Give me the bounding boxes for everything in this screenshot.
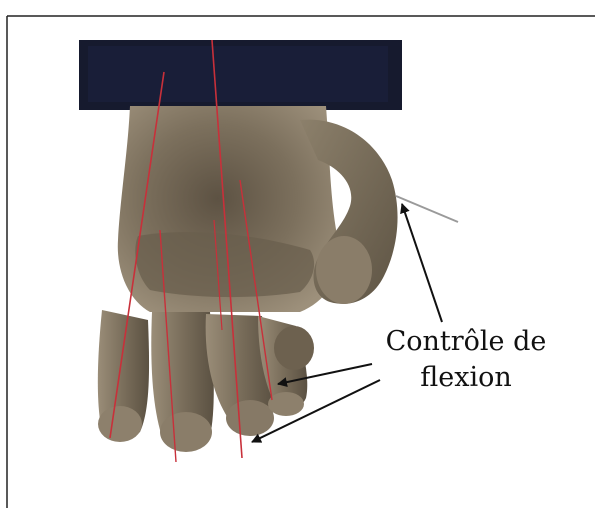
arrow-to-thumb xyxy=(402,204,442,322)
thumb-control-wire xyxy=(396,196,458,222)
finger-little-tip xyxy=(268,392,304,416)
label-line-2: flexion xyxy=(366,360,566,396)
label-line-1: Contrôle de xyxy=(366,324,566,360)
flexion-control-label: Contrôle de flexion xyxy=(366,324,566,396)
finger-ring-tip xyxy=(226,400,274,436)
sleeve-shade xyxy=(88,46,388,102)
finger-little-curl xyxy=(274,326,314,370)
thumb-tip xyxy=(316,236,372,304)
finger-index-tip xyxy=(98,406,142,442)
finger-middle-tip xyxy=(160,412,212,452)
